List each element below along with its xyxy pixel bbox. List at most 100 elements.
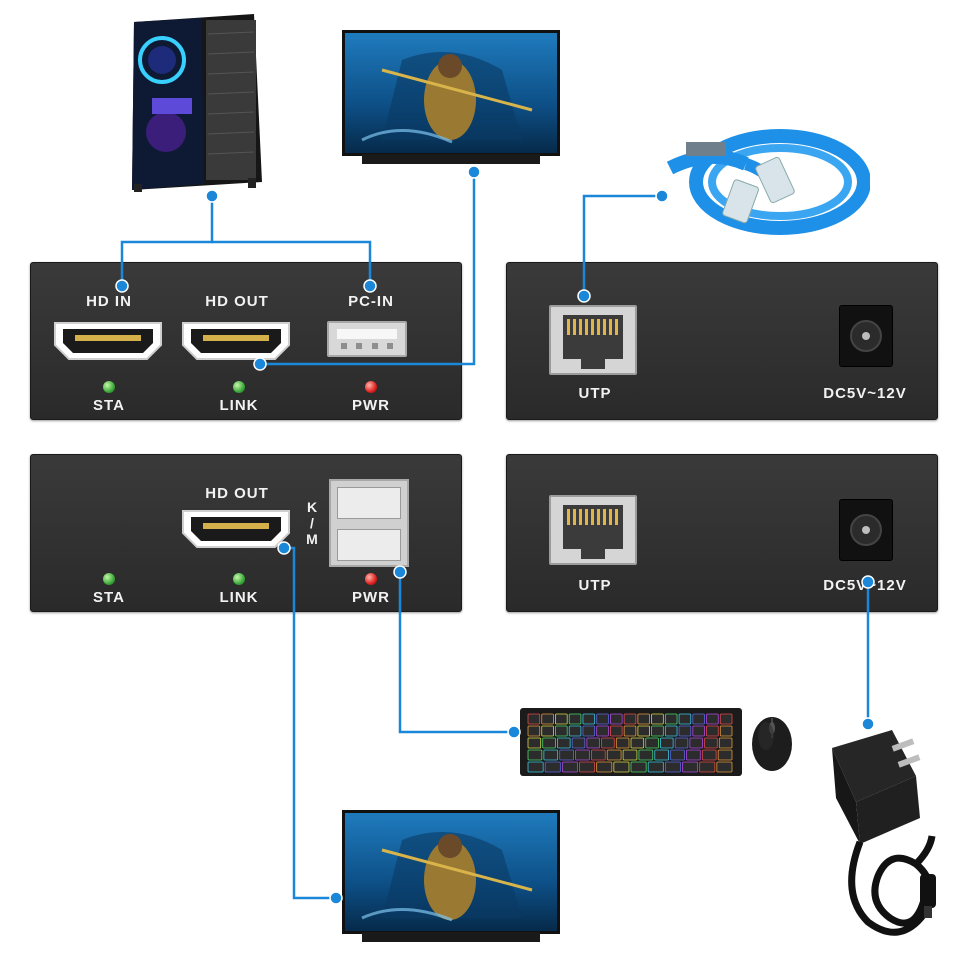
- sta-led: [103, 573, 115, 585]
- keyboard-key: [639, 750, 653, 760]
- keyboard-key: [705, 738, 718, 748]
- keyboard-key: [683, 762, 698, 772]
- ethernet-cable-icon: [650, 112, 870, 238]
- keyboard-key: [720, 714, 732, 724]
- keyboard-key: [717, 762, 732, 772]
- link-label: LINK: [220, 397, 259, 414]
- keyboard-key: [528, 762, 543, 772]
- dc-power-jack[interactable]: [839, 499, 893, 561]
- keyboard-key: [542, 726, 554, 736]
- keyboard-key: [610, 726, 622, 736]
- hd-in-label: HD IN: [86, 293, 132, 310]
- wire-endpoint: [330, 892, 342, 904]
- dc-label: DC5V~12V: [823, 577, 906, 594]
- km-label: K / M: [305, 499, 319, 547]
- pwr-led: [365, 573, 377, 585]
- sta-label: STA: [93, 397, 125, 414]
- sta-label: STA: [93, 589, 125, 606]
- transmitter-rear-unit: UTP DC5V~12V: [506, 262, 938, 420]
- dc-power-jack[interactable]: [839, 305, 893, 367]
- keyboard-key: [719, 738, 732, 748]
- keyboard-key: [597, 726, 609, 736]
- keyboard-key: [587, 738, 600, 748]
- keyboard-key: [720, 726, 732, 736]
- keyboard-key: [648, 762, 663, 772]
- sta-led: [103, 381, 115, 393]
- keyboard-key: [528, 738, 541, 748]
- pc-tower-icon: [122, 14, 268, 194]
- keyboard-key: [660, 738, 673, 748]
- keyboard-key: [580, 762, 595, 772]
- keyboard-key: [528, 714, 540, 724]
- keyboard-key: [597, 714, 609, 724]
- keyboard-key: [686, 750, 700, 760]
- keyboard-key: [707, 726, 719, 736]
- pwr-label: PWR: [352, 397, 390, 414]
- keyboard-key: [569, 726, 581, 736]
- wire-endpoint: [508, 726, 520, 738]
- keyboard-key: [572, 738, 585, 748]
- keyboard-key: [555, 726, 567, 736]
- pc-in-label: PC-IN: [348, 293, 394, 310]
- keyboard-key: [591, 750, 605, 760]
- keyboard-key: [690, 738, 703, 748]
- keyboard-key: [665, 726, 677, 736]
- keyboard-key: [679, 726, 691, 736]
- mouse-icon: [750, 712, 794, 772]
- keyboard-key: [671, 750, 685, 760]
- keyboard-key: [675, 738, 688, 748]
- hd-out-label: HD OUT: [205, 293, 269, 310]
- usb-slot-mouse[interactable]: [337, 529, 401, 561]
- km-k: K: [305, 499, 319, 515]
- keyboard-key: [555, 714, 567, 724]
- keyboard-key: [542, 714, 554, 724]
- keyboard-key: [545, 762, 560, 772]
- receiver-rear-unit: UTP DC5V~12V: [506, 454, 938, 612]
- keyboard-key: [638, 726, 650, 736]
- utp-label: UTP: [579, 385, 612, 402]
- keyboard-key: [702, 750, 716, 760]
- km-slash: /: [305, 515, 319, 531]
- hd-in-port[interactable]: [53, 321, 163, 361]
- keyboard-key: [646, 738, 659, 748]
- usb-slot-keyboard[interactable]: [337, 487, 401, 519]
- keyboard-key: [583, 726, 595, 736]
- keyboard-key: [607, 750, 621, 760]
- keyboard-key: [576, 750, 590, 760]
- keyboard-key: [528, 726, 540, 736]
- keyboard-key: [583, 714, 595, 724]
- keyboard-key: [700, 762, 715, 772]
- keyboard-key: [655, 750, 669, 760]
- keyboard-key: [562, 762, 577, 772]
- keyboard-key: [614, 762, 629, 772]
- keyboard-key: [652, 726, 664, 736]
- hd-out-port[interactable]: [181, 321, 291, 361]
- keyboard-key: [631, 762, 646, 772]
- keyboard-key: [528, 750, 542, 760]
- keyboard-key: [543, 738, 556, 748]
- keyboard-icon: [520, 708, 742, 776]
- keyboard-key: [569, 714, 581, 724]
- pwr-label: PWR: [352, 589, 390, 606]
- keyboard-key: [693, 726, 705, 736]
- keyboard-key: [665, 762, 680, 772]
- pc-in-usb-port[interactable]: [327, 321, 407, 357]
- keyboard-key: [718, 750, 732, 760]
- keyboard-key: [557, 738, 570, 748]
- keyboard-key: [602, 738, 615, 748]
- receiver-unit: HD OUT K / M STA LINK PWR: [30, 454, 462, 612]
- link-led: [233, 381, 245, 393]
- monitor-icon: [342, 30, 560, 168]
- pwr-led: [365, 381, 377, 393]
- keyboard-key: [616, 738, 629, 748]
- power-adapter-icon: [820, 724, 942, 946]
- transmitter-unit: HD IN HD OUT PC-IN STA LINK PWR: [30, 262, 462, 420]
- hd-out-port[interactable]: [181, 509, 291, 549]
- utp-port[interactable]: [549, 305, 637, 375]
- keyboard-key: [652, 714, 664, 724]
- utp-port[interactable]: [549, 495, 637, 565]
- keyboard-key: [624, 726, 636, 736]
- utp-label: UTP: [579, 577, 612, 594]
- km-usb-ports[interactable]: [329, 479, 409, 567]
